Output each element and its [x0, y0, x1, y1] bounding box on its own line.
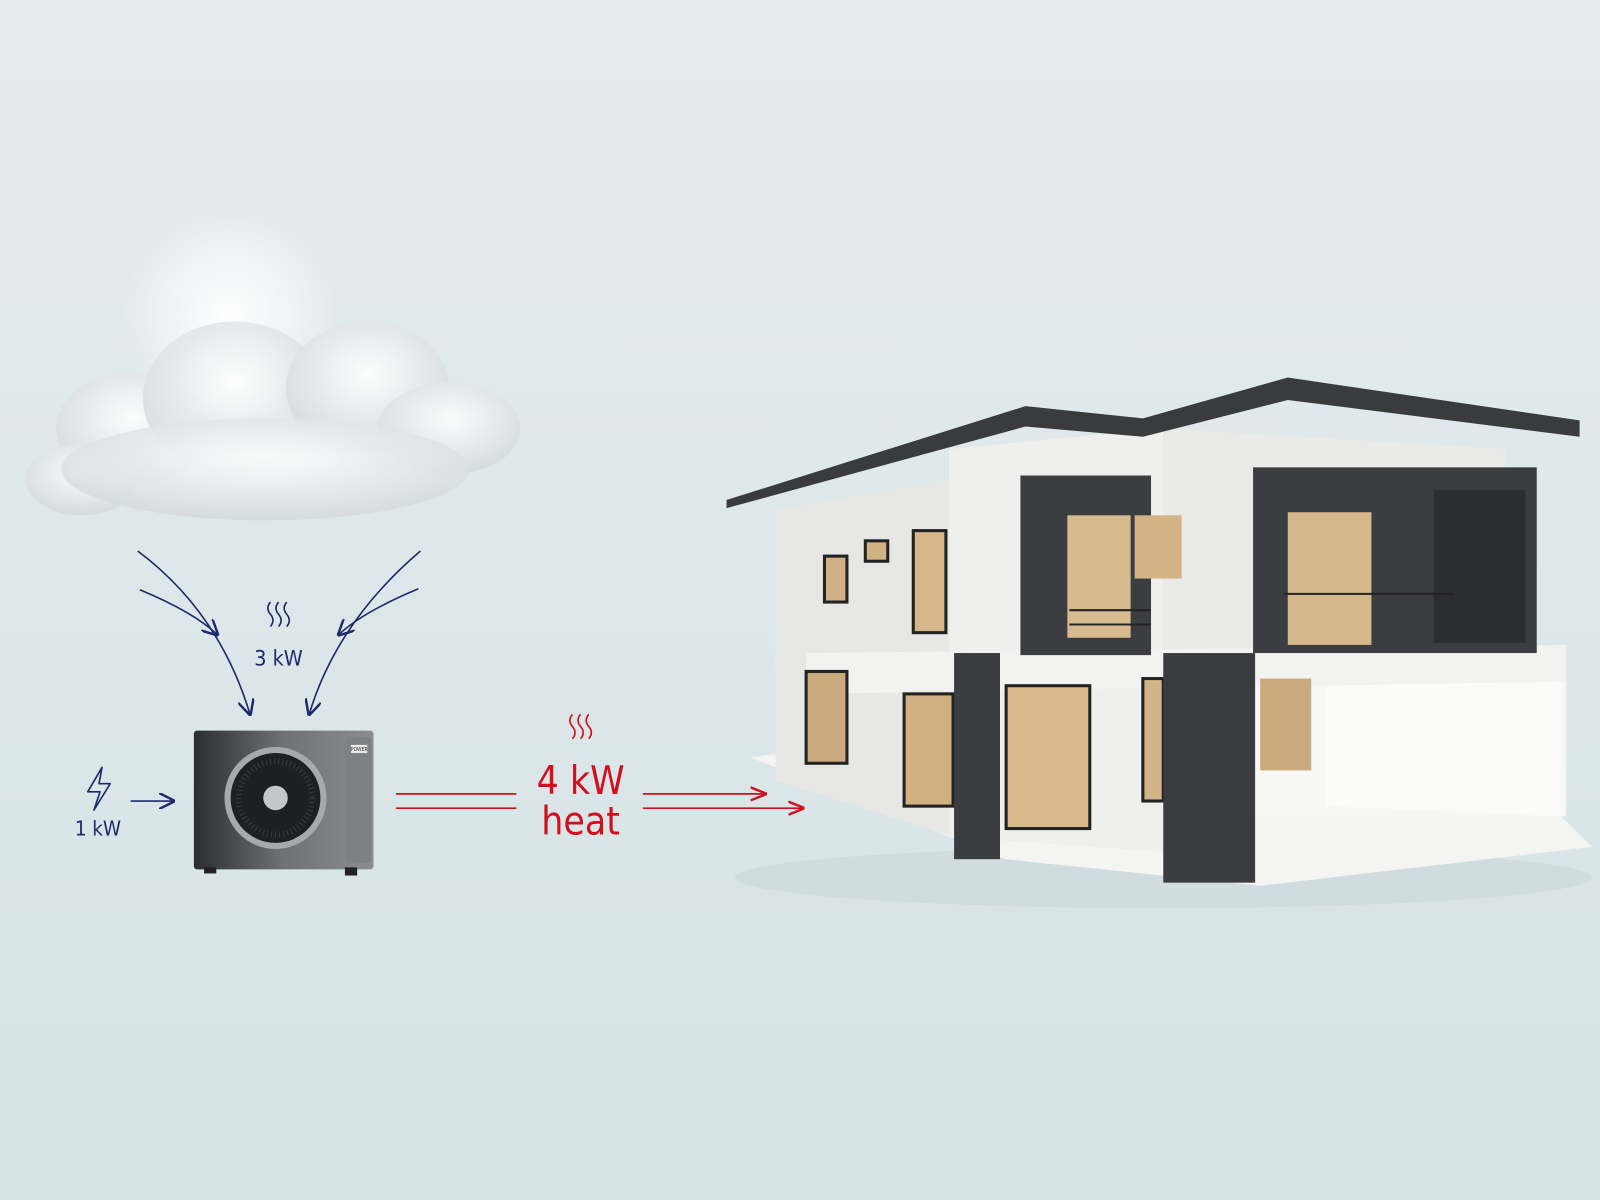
ambient-heat-arrows [137, 550, 421, 714]
heat-pump-icon: POWER [193, 730, 374, 876]
heat-waves-icon [267, 601, 291, 628]
ambient-energy-label: 3 kW [254, 646, 303, 671]
heat-output-value: 4 kW [537, 759, 625, 804]
unit-brand-label: POWER [351, 747, 369, 753]
electric-energy-label: 1 kW [75, 817, 121, 841]
lightning-bolt-icon [86, 766, 112, 812]
heat-waves-icon [569, 713, 593, 740]
cloud-sun-icon [25, 204, 521, 521]
house-icon [726, 377, 1592, 909]
heat-output-arrows [395, 794, 803, 808]
heat-output-label: heat [541, 800, 620, 845]
